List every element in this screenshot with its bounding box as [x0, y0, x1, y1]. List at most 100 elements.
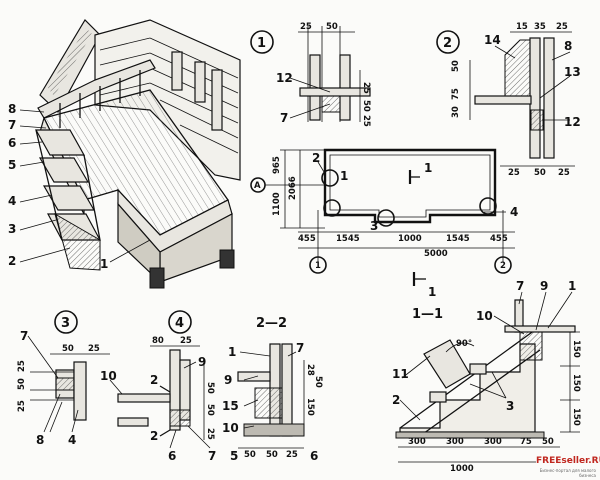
label-1: 1 [340, 169, 348, 183]
dim: 50 [313, 376, 323, 388]
label-7: 7 [8, 118, 16, 132]
dim: 25 [300, 22, 312, 32]
label-1: 1 [568, 279, 576, 293]
dim: 300 [446, 437, 464, 447]
label-2: 2 [150, 373, 158, 387]
sill [117, 417, 149, 427]
roof-board [504, 39, 531, 101]
stringer-line [399, 329, 536, 429]
label-7: 7 [516, 279, 524, 293]
dim: 1100 [272, 192, 282, 216]
detail-number: 4 [175, 316, 184, 331]
detail-marker-3 [54, 310, 78, 334]
dim: 1545 [446, 234, 470, 244]
label-12: 12 [564, 115, 581, 129]
angle-arc [445, 342, 475, 353]
label-5: 5 [230, 449, 238, 463]
dim: 30 [451, 106, 461, 118]
label-2: 2 [392, 393, 400, 407]
base [395, 431, 545, 439]
landing-board [504, 325, 576, 333]
label-7: 7 [280, 111, 288, 125]
detail-number: 2 [443, 36, 452, 51]
dim: 150 [571, 374, 581, 392]
dim: 25 [205, 428, 215, 440]
dim: 50 [542, 437, 554, 447]
dim-total: 1000 [450, 464, 474, 474]
dim: 28 [305, 364, 315, 376]
stringer-block [254, 387, 283, 419]
dim: 50 [62, 344, 74, 354]
label-3: 3 [8, 222, 16, 236]
label-1: 1 [100, 257, 108, 271]
window [171, 51, 183, 91]
dim: 25 [17, 360, 27, 372]
dim: 2066 [288, 176, 298, 200]
label-6: 6 [310, 449, 318, 463]
label-4: 4 [8, 194, 16, 208]
axis-label: A [254, 181, 261, 191]
dim: 25 [88, 344, 100, 354]
label-13: 13 [564, 65, 581, 79]
detail-1: 1 25 50 25 50 25 12 7 [250, 22, 371, 127]
label-10: 10 [476, 309, 493, 323]
stair-profile [399, 343, 536, 433]
axis-marker-2 [494, 256, 512, 274]
watermark-tagline: Бизнес-портал для малого бизнеса [539, 468, 596, 478]
isometric-view: 8 7 6 5 4 3 2 1 [8, 19, 241, 289]
top-block [519, 331, 543, 361]
dim: 50 [205, 382, 215, 394]
dim: 35 [534, 22, 546, 32]
dim: 50 [266, 450, 278, 460]
dim: 25 [556, 22, 568, 32]
dim: 965 [272, 156, 282, 174]
stringer-line [419, 349, 541, 437]
section-title: 1—1 [412, 307, 443, 322]
detail-marker-2 [436, 30, 460, 54]
post [73, 361, 87, 421]
label-9: 9 [224, 373, 232, 387]
tread [469, 363, 487, 375]
dim: 455 [490, 234, 508, 244]
axis-label: 1 [315, 261, 321, 271]
label-4: 4 [510, 205, 518, 219]
beam [299, 87, 371, 97]
callout-4 [479, 197, 497, 215]
rail [237, 371, 271, 382]
dim: 25 [17, 400, 27, 412]
detail-marker-1 [250, 30, 274, 54]
detail-marker-4 [168, 310, 192, 334]
dim: 300 [484, 437, 502, 447]
label-1: 1 [424, 161, 432, 175]
window [194, 61, 206, 103]
label-2: 2 [312, 151, 320, 165]
angle-label: 90° [456, 339, 472, 349]
dim: 300 [408, 437, 426, 447]
callout-3 [377, 209, 395, 227]
door [211, 69, 223, 131]
label-8: 8 [564, 39, 572, 53]
label-3: 3 [506, 399, 514, 413]
dim: 75 [451, 88, 461, 100]
section-title: 2—2 [256, 316, 287, 331]
label-11: 11 [392, 367, 409, 381]
detail-2: 2 15 35 25 50 75 30 25 50 25 14 8 13 12 [436, 22, 581, 178]
dim-total: 5000 [424, 249, 448, 259]
wall-siding [99, 37, 239, 154]
dim: 80 [152, 336, 164, 346]
label-8: 8 [8, 102, 16, 116]
label-12: 12 [276, 71, 293, 85]
plan-view: 965 2066 1100 A 455 1545 1000 1545 455 5… [250, 148, 518, 274]
dim: 150 [571, 340, 581, 358]
label-7: 7 [20, 329, 28, 343]
dim: 75 [520, 437, 532, 447]
detail-number: 3 [61, 316, 70, 331]
watermark-logo: FREEseller.RU [536, 456, 600, 466]
label-6: 6 [168, 449, 176, 463]
cut-marker: 1 [428, 285, 436, 299]
dim: 25 [508, 168, 520, 178]
label-4: 4 [68, 433, 76, 447]
deck-outline [323, 148, 497, 224]
dim: 50 [205, 404, 215, 416]
